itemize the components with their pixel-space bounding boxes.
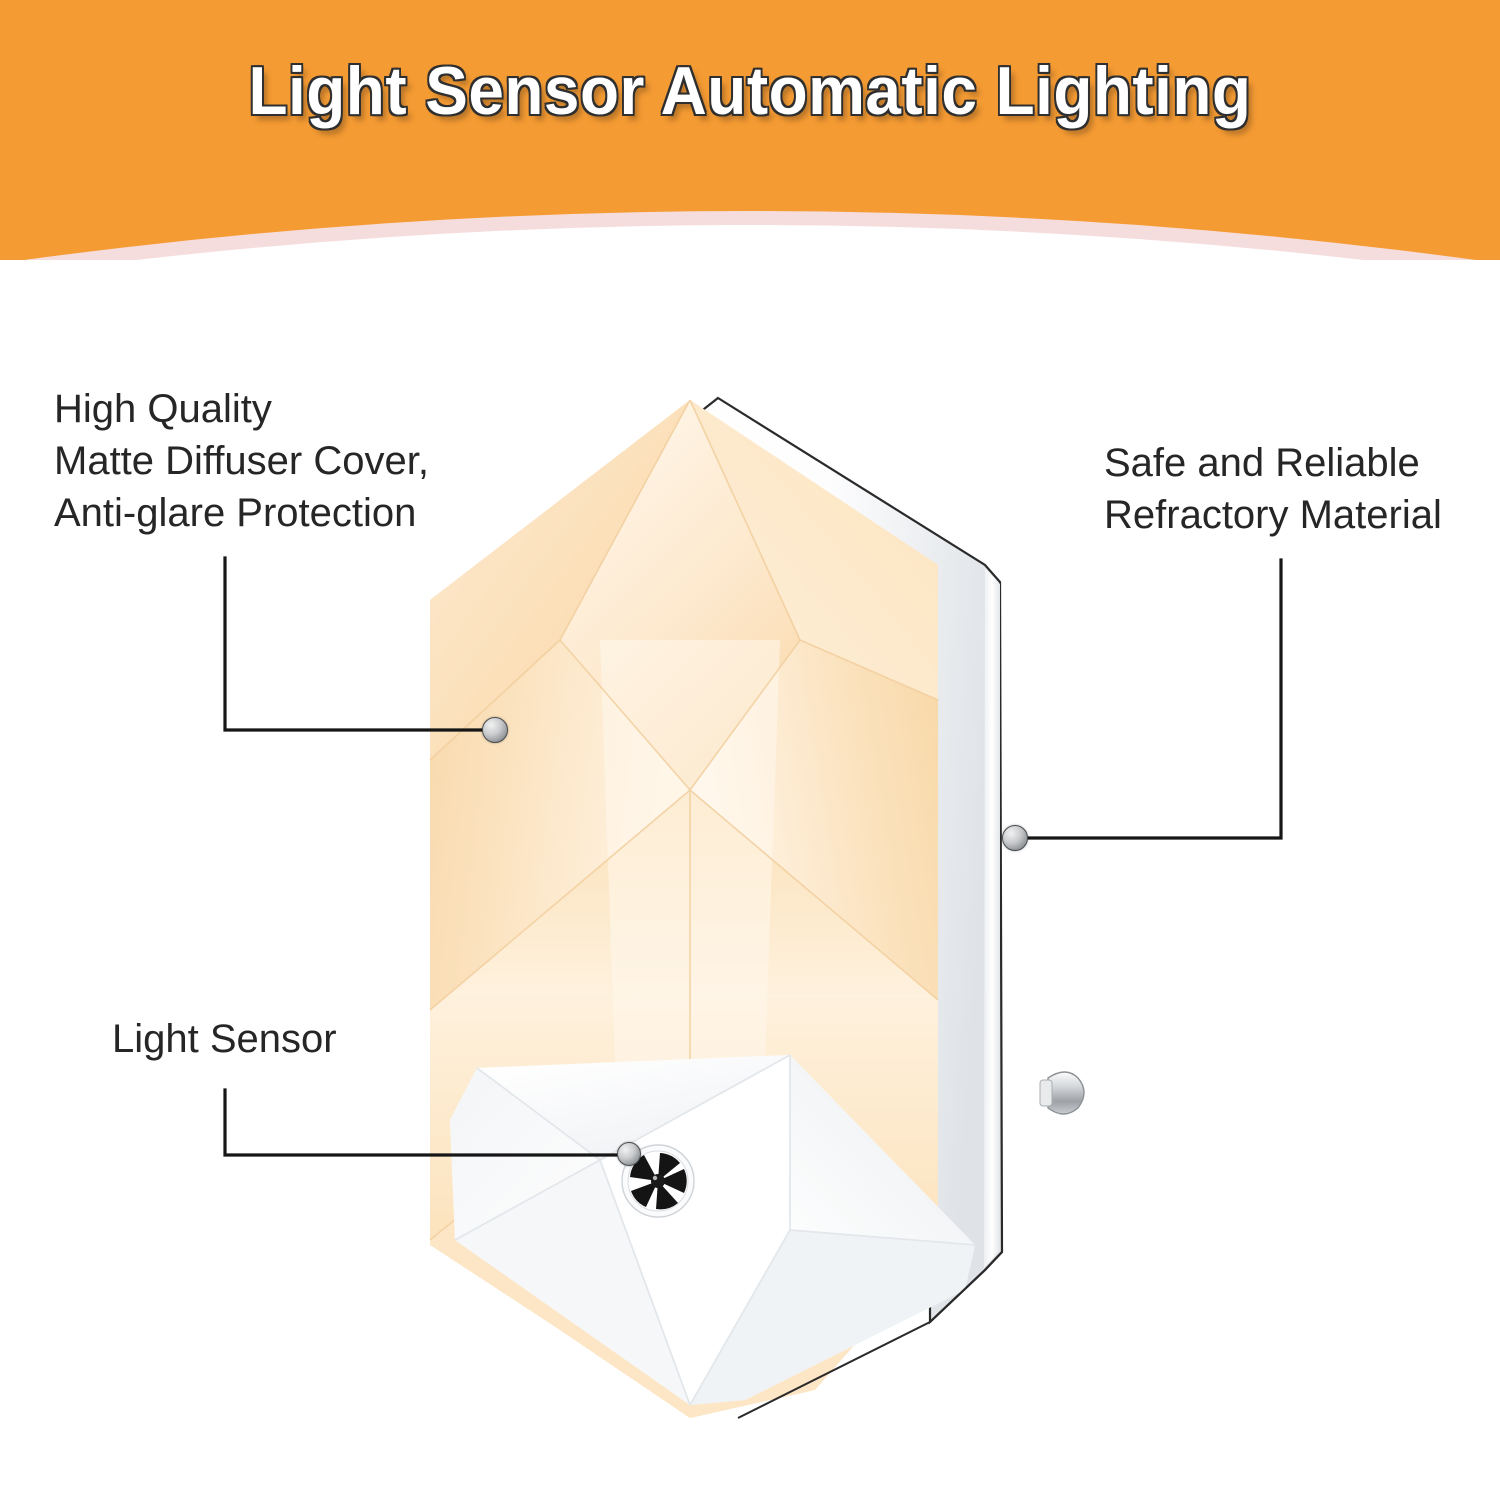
cone-facet-top [477, 1055, 790, 1160]
header-banner: Light Sensor Automatic Lighting [0, 0, 1500, 260]
facet-upper-left [430, 400, 690, 760]
prong-base [1039, 1079, 1053, 1107]
header-white-curve [136, 225, 1364, 260]
header-banner-shape [0, 0, 1500, 260]
sensor-spoke-wedges [630, 1153, 687, 1210]
wall-prong [1039, 1071, 1085, 1115]
housing-bottom-edge [737, 1251, 1003, 1419]
cone-facet-seams [454, 1054, 976, 1406]
page-title: Light Sensor Automatic Lighting [248, 53, 1252, 129]
facet-upper-right [690, 400, 938, 700]
housing-bottom-rim [737, 1321, 931, 1419]
light-sensor-icon [621, 1144, 695, 1218]
housing-bottom-bevel [929, 1251, 1003, 1323]
leader-line-diffuser [223, 556, 494, 732]
callout-label-material: Safe and Reliable Refractory Material [1104, 441, 1442, 537]
light-sensor-marker [617, 1142, 641, 1166]
leader-line-sensor [223, 1088, 631, 1157]
cone-facet-left-bottom [455, 1160, 690, 1405]
leader-line-material [1012, 558, 1283, 840]
bottom-cone [450, 1054, 976, 1406]
refractory-material-marker [1002, 825, 1028, 851]
callout-label-diffuser: High Quality Matte Diffuser Cover, Anti-… [54, 387, 429, 535]
sensor-hub-glint [652, 1175, 658, 1181]
callout-label-sensor: Light Sensor [112, 1017, 337, 1061]
prong-pin [1047, 1071, 1085, 1115]
cone-facet-right-top [790, 1055, 975, 1245]
cone-facet-right-bottom [690, 1230, 975, 1405]
sensor-hub [651, 1174, 665, 1188]
housing-right-rim [984, 568, 1000, 1268]
diffuser-cover-marker [482, 717, 508, 743]
cone-facet-center [600, 1055, 790, 1405]
